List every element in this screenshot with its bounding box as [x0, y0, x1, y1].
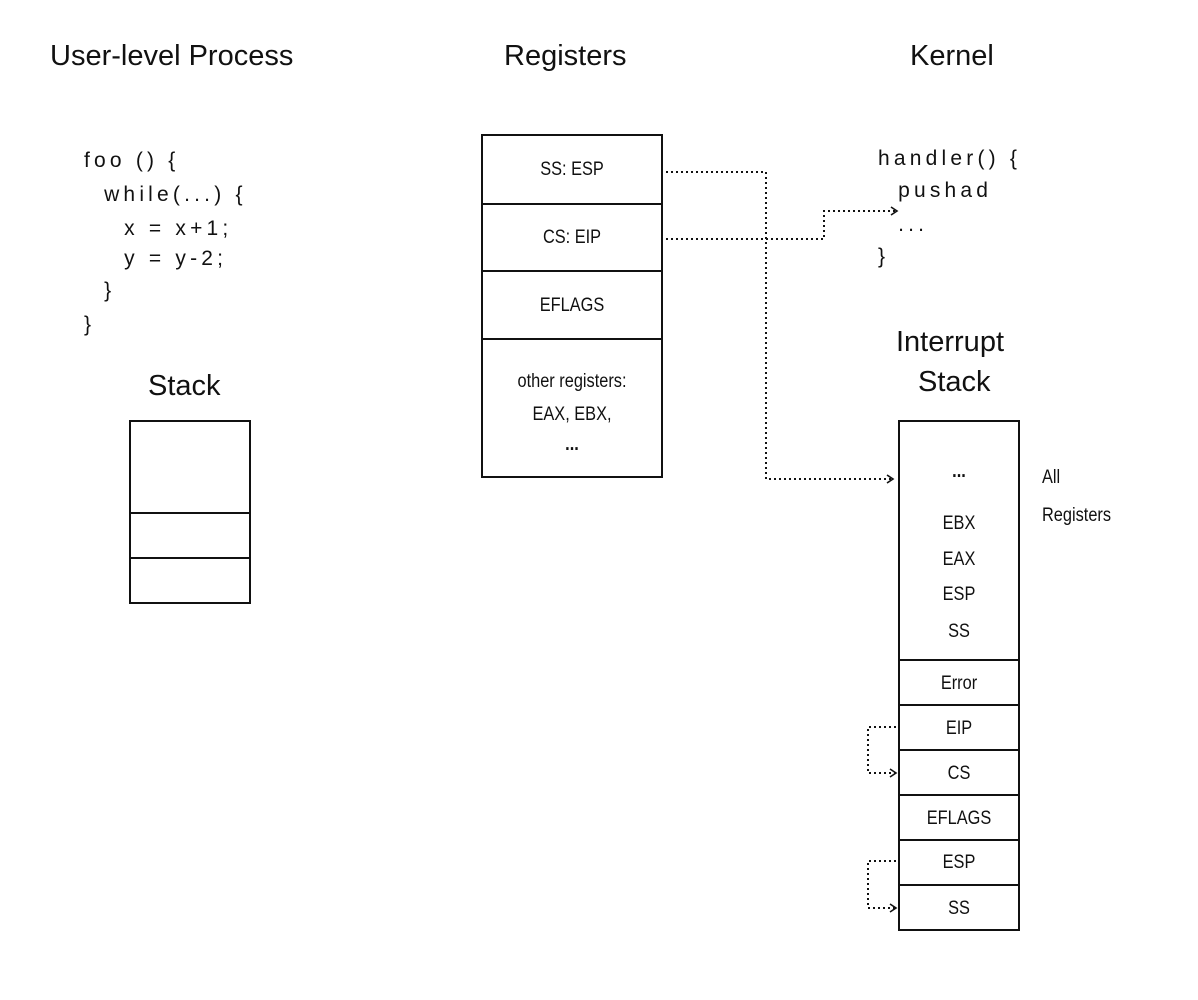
interrupt-stack-cell-cs: CS [947, 763, 971, 784]
register-cell-ss-esp: SS: ESP [540, 159, 604, 180]
interrupt-stack-top-line: ... [952, 461, 966, 482]
user-code-line: foo () { [84, 149, 180, 172]
interrupt-stack-cell-eflags: EFLAGS [926, 808, 992, 829]
registers-outline [481, 134, 663, 478]
kernel-code-line: handler() { [878, 147, 1022, 170]
arrow-saved-esp-ss-to-user-stack [867, 860, 898, 913]
interrupt-stack-heading-line2: Stack [918, 366, 991, 398]
interrupt-stack-cell-esp: ESP [942, 852, 976, 873]
arrow-saved-eip-cs-to-foo [867, 726, 898, 778]
arrow-cs-eip-to-handler [666, 206, 899, 240]
register-cell-cs-eip: CS: EIP [542, 227, 602, 248]
kernel-code-line: pushad [878, 179, 993, 202]
interrupt-stack-cell-error: Error [940, 673, 978, 694]
user-process-heading: User-level Process [50, 40, 294, 72]
kernel-code-line: ... [878, 213, 929, 236]
interrupt-stack-top-line: EBX [942, 513, 976, 534]
user-stack-box [129, 420, 251, 604]
arrow-ss-esp-to-interrupt-stack [666, 171, 895, 484]
all-registers-label-line1: All [1042, 467, 1061, 488]
register-other-line: EAX, EBX, [532, 404, 612, 425]
interrupt-stack-outline [898, 420, 1020, 931]
all-registers-label-line2: Registers [1042, 505, 1112, 526]
register-other-line: ... [565, 434, 579, 455]
interrupt-stack-top-line: ESP [942, 584, 976, 605]
register-other-line: other registers: [517, 371, 627, 392]
kernel-heading: Kernel [910, 40, 994, 72]
user-code-line: y = y-2; [84, 247, 228, 270]
interrupt-stack-box [898, 420, 1020, 931]
interrupt-stack-top-line: EAX [942, 549, 976, 570]
stack-heading: Stack [148, 370, 221, 402]
user-code-line: while(...) { [84, 183, 247, 206]
interrupt-stack-heading-line1: Interrupt [896, 326, 1004, 358]
register-cell-eflags: EFLAGS [539, 295, 605, 316]
interrupt-stack-top-line: SS [948, 621, 970, 642]
user-code-line: x = x+1; [84, 217, 233, 240]
kernel-code-line: } [878, 245, 890, 268]
interrupt-stack-cell-ss: SS [948, 898, 970, 919]
user-code-line: } [84, 279, 116, 302]
user-code-line: } [84, 313, 96, 336]
registers-box [481, 134, 663, 478]
registers-heading: Registers [504, 40, 627, 72]
interrupt-stack-cell-eip: EIP [945, 718, 973, 739]
